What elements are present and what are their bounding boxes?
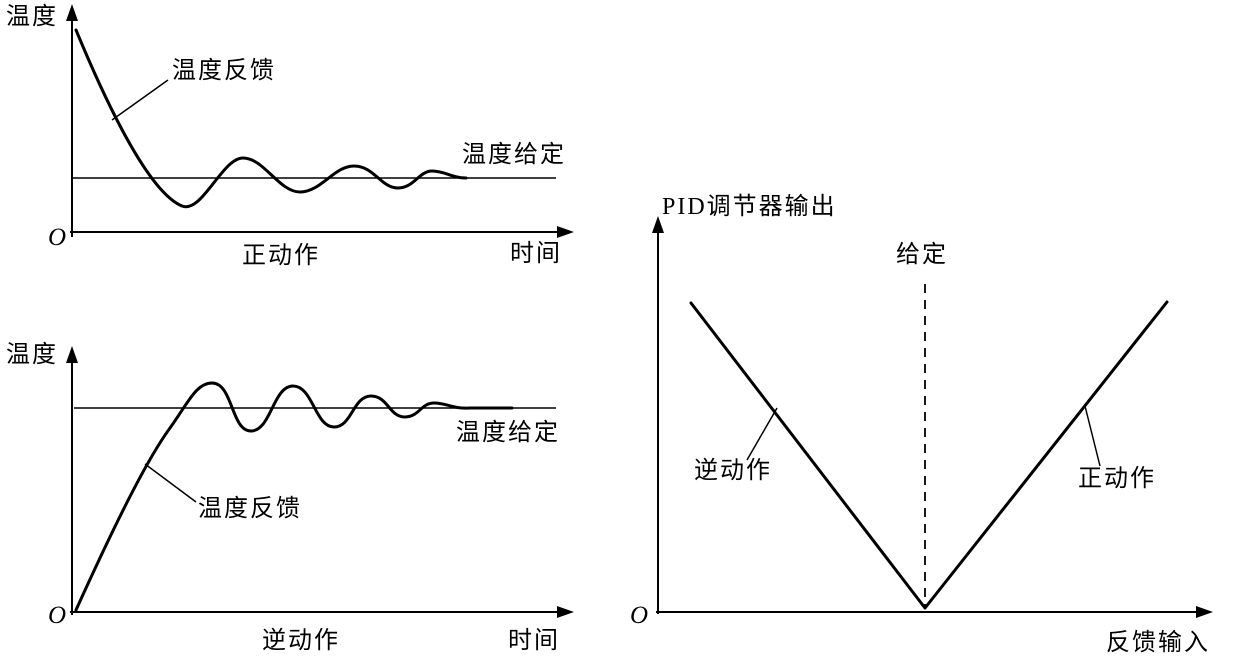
chart3-reverse-leader-line: [746, 407, 778, 461]
chart2-y-axis-arrow-icon: [66, 346, 78, 363]
chart2-x-axis-label: 时间: [508, 628, 560, 654]
chart1-y-axis-arrow-icon: [66, 4, 78, 21]
chart3-y-axis-arrow-icon: [652, 216, 664, 233]
chart2-curve-label: 温度反馈: [198, 496, 302, 522]
chart3-setpoint-label: 给定: [896, 242, 948, 268]
chart2-feedback-leader-line: [144, 463, 197, 503]
chart1-feedback-leader-line: [111, 79, 169, 121]
chart2-setpoint-label: 温度给定: [456, 420, 560, 446]
chart3-pid-output: [652, 216, 1213, 618]
chart1-x-axis-arrow-icon: [557, 226, 574, 238]
chart2-reverse-action: [66, 346, 574, 618]
chart3-direct-leader-line: [1084, 405, 1101, 467]
chart1-curve-label: 温度反馈: [172, 58, 276, 84]
chart1-x-axis-label: 时间: [510, 241, 562, 267]
chart2-x-axis-arrow-icon: [557, 606, 574, 618]
chart1-direct-action: [66, 4, 574, 238]
chart3-origin-label: O: [630, 602, 649, 629]
chart1-feedback-curve: [74, 28, 468, 209]
chart1-caption: 正动作: [242, 243, 320, 269]
chart1-origin-label: O: [48, 224, 67, 251]
chart2-y-axis-label: 温度: [6, 342, 58, 368]
chart2-feedback-curve: [74, 381, 514, 612]
chart3-v-curve: [689, 300, 1169, 610]
chart2-origin-label: O: [48, 602, 67, 629]
chart1-y-axis-label: 温度: [6, 4, 58, 30]
chart1-setpoint-label: 温度给定: [462, 142, 566, 168]
chart3-x-axis-label: 反馈输入: [1106, 630, 1210, 656]
chart3-reverse-branch-label: 逆动作: [694, 458, 772, 484]
chart3-y-axis-label: PID调节器输出: [662, 194, 837, 220]
chart3-direct-branch-label: 正动作: [1078, 466, 1156, 492]
chart3-x-axis-arrow-icon: [1196, 606, 1213, 618]
chart2-caption: 逆动作: [262, 628, 340, 654]
